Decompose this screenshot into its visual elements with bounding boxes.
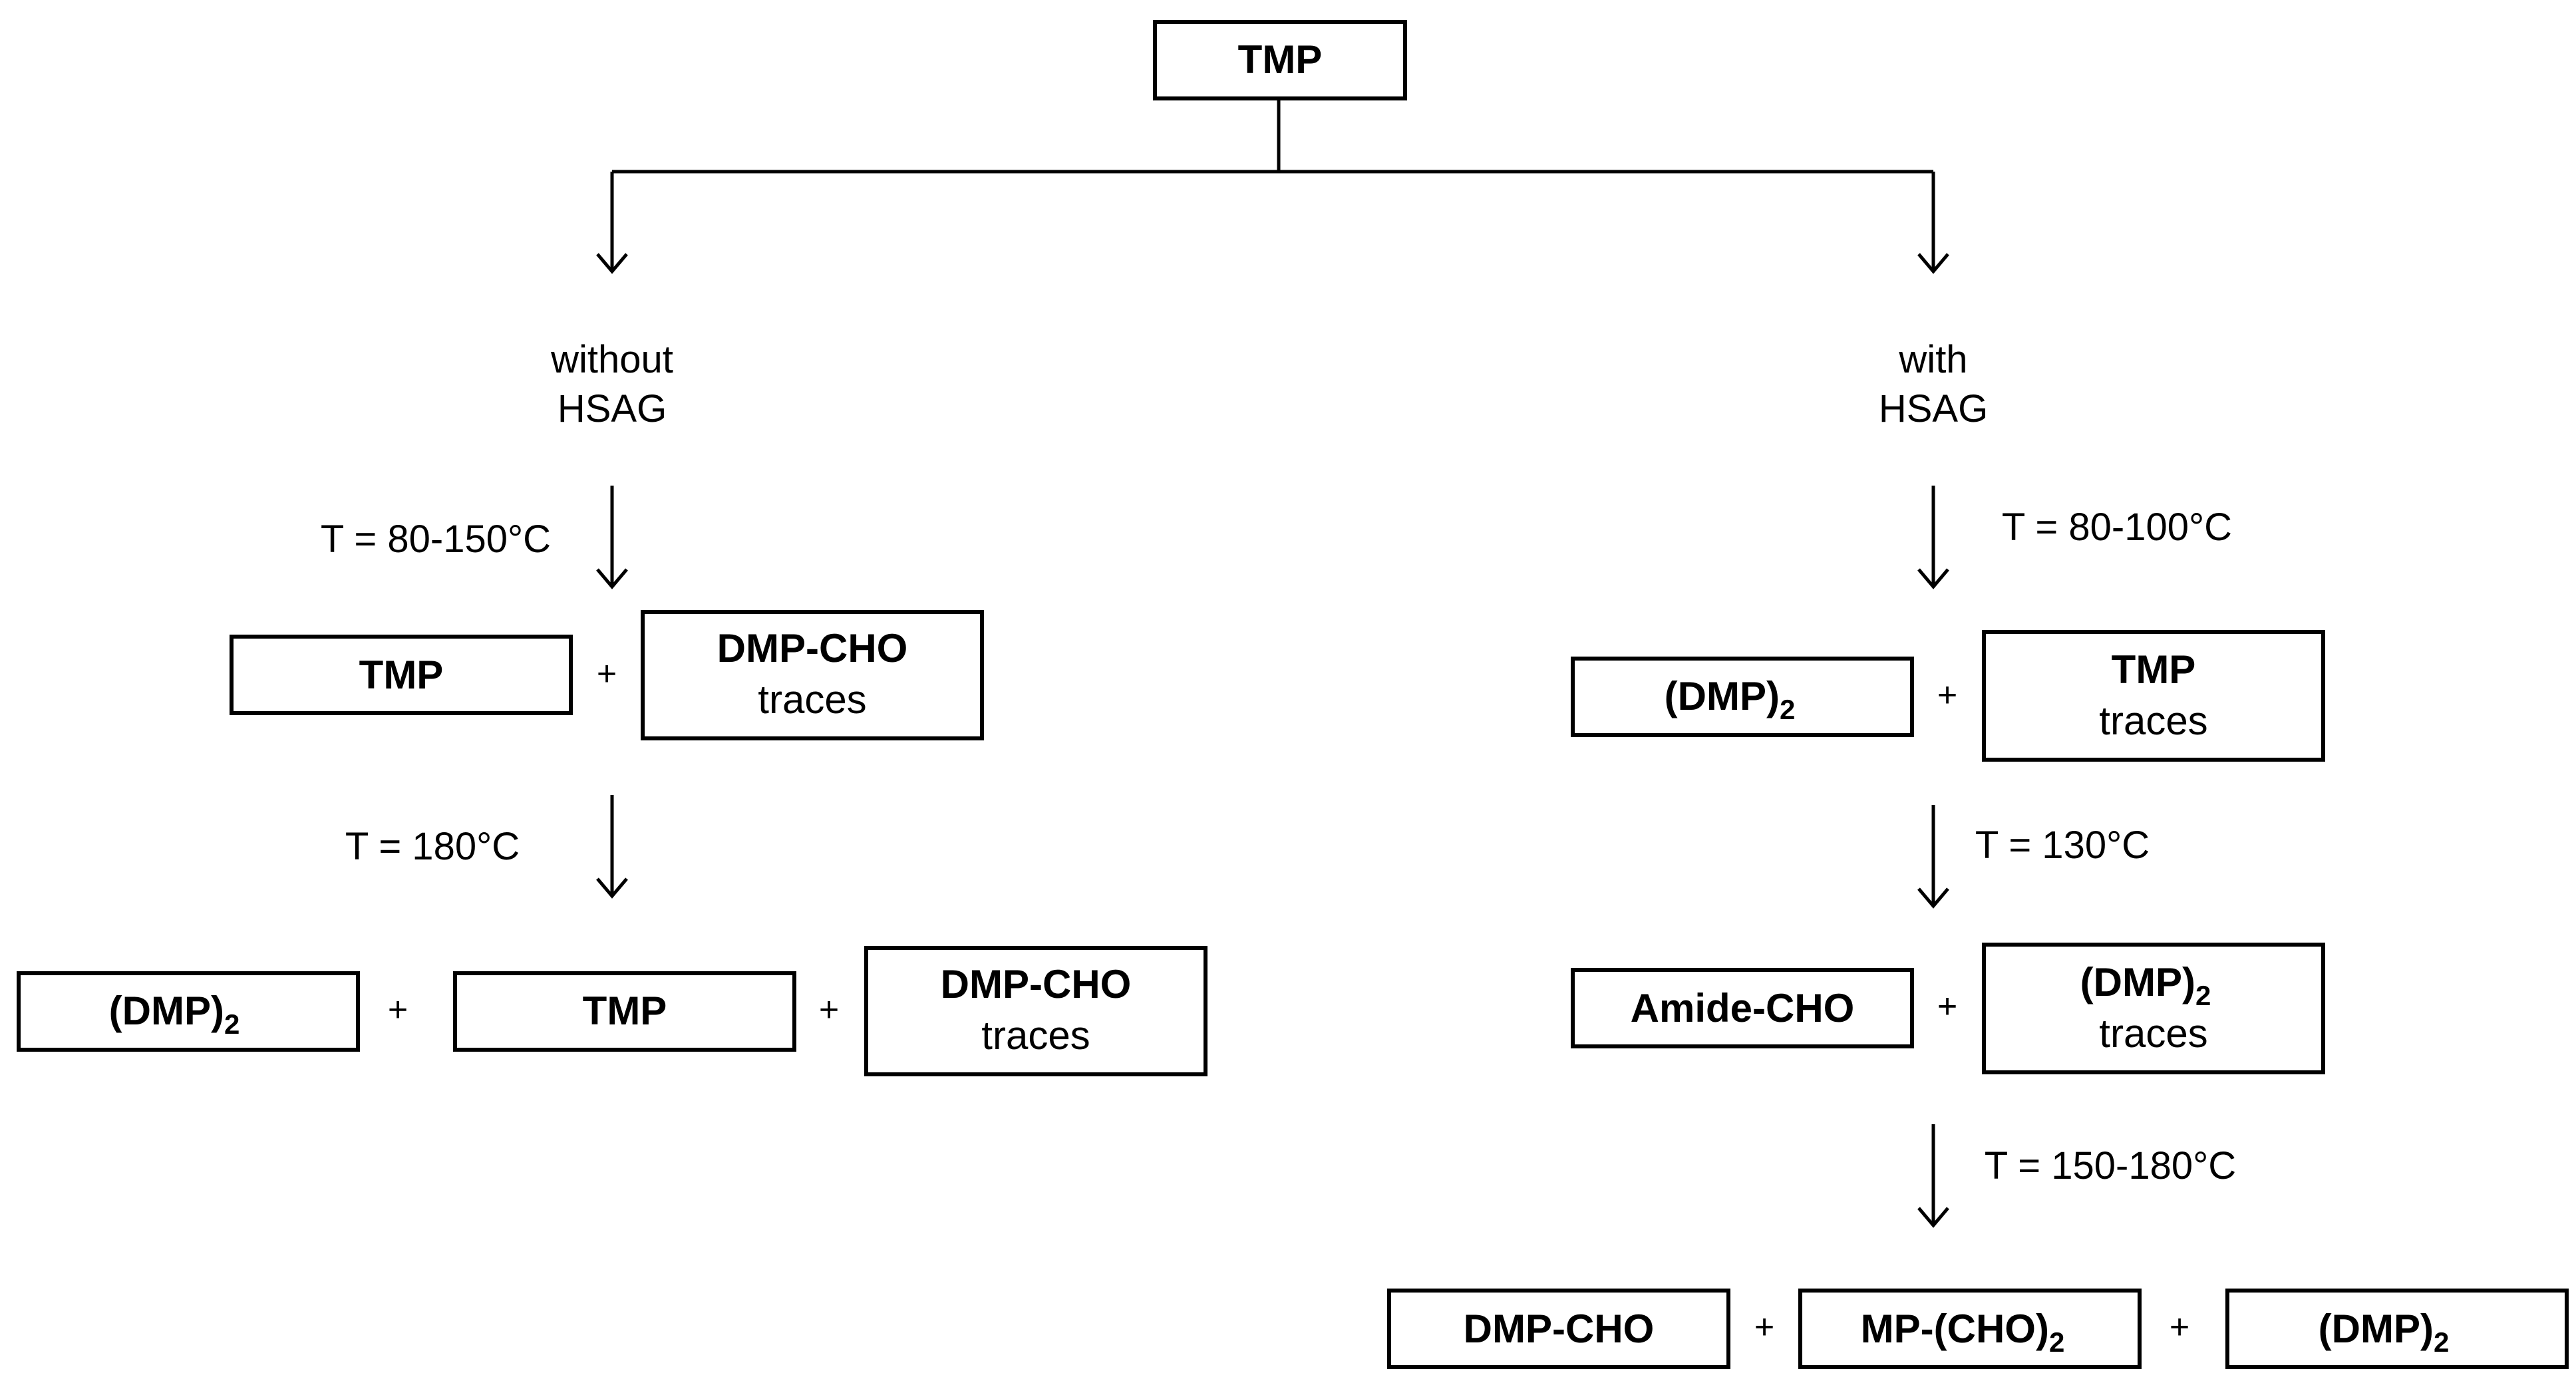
product-subscript: 2 xyxy=(2195,980,2211,1011)
right-step1-temperature: T = 80-100°C xyxy=(2002,506,2232,549)
arrowhead-left-branch xyxy=(596,253,628,274)
svg-text:(DMP)2: (DMP)2 xyxy=(2080,960,2211,1011)
plus-sign: + xyxy=(1937,987,1957,1026)
root-connector xyxy=(610,100,1935,271)
product-subscript: 2 xyxy=(2049,1326,2064,1358)
product-note: traces xyxy=(2099,698,2207,743)
product-name: DMP-CHO xyxy=(941,962,1132,1006)
product-box-r2-amide-cho: Amide-CHO xyxy=(1571,968,1914,1048)
left-condition-line2: HSAG xyxy=(558,387,667,430)
left-step2-arrow xyxy=(596,795,628,899)
product-name: TMP xyxy=(359,653,444,697)
product-subscript: 2 xyxy=(2434,1326,2449,1358)
left-step1-temperature: T = 80-150°C xyxy=(321,518,551,561)
product-name: MP-(CHO) xyxy=(1861,1306,2049,1351)
product-note: traces xyxy=(758,677,866,722)
root-box: TMP xyxy=(1153,20,1407,100)
left-condition-line1: without xyxy=(550,338,673,381)
plus-sign: + xyxy=(1937,676,1957,714)
svg-text:(DMP)2: (DMP)2 xyxy=(109,989,240,1040)
right-step2-temperature: T = 130°C xyxy=(1975,824,2150,867)
product-box-r3-dmp-cho: DMP-CHO xyxy=(1387,1289,1730,1369)
product-name: Amide-CHO xyxy=(1631,986,1855,1030)
plus-sign: + xyxy=(819,991,839,1029)
product-name: (DMP) xyxy=(1665,674,1780,718)
product-note: traces xyxy=(981,1013,1090,1058)
arrowhead-right-branch xyxy=(1917,253,1949,274)
product-note: traces xyxy=(2099,1011,2207,1056)
svg-text:MP-(CHO)2: MP-(CHO)2 xyxy=(1861,1306,2065,1358)
left-step2-temperature: T = 180°C xyxy=(345,825,520,868)
svg-text:(DMP)2: (DMP)2 xyxy=(2319,1306,2450,1358)
product-box-l2-tmp: TMP xyxy=(453,971,796,1052)
root-label: TMP xyxy=(1238,37,1323,82)
right-step3-temperature: T = 150-180°C xyxy=(1985,1144,2236,1187)
plus-sign: + xyxy=(1754,1308,1774,1346)
product-box-r1-tmp: TMP traces xyxy=(1982,630,2325,762)
product-box-r3-dmp2: (DMP)2 xyxy=(2225,1289,2569,1369)
right-condition-line1: with xyxy=(1898,338,1967,381)
product-box-r1-dmp2: (DMP)2 xyxy=(1571,657,1914,737)
product-box-l1-tmp: TMP xyxy=(230,635,573,715)
product-subscript: 2 xyxy=(1780,694,1795,725)
product-name: TMP xyxy=(2112,647,2196,692)
product-subscript: 2 xyxy=(224,1008,240,1040)
product-box-l2-dmp-cho: DMP-CHO traces xyxy=(864,946,1208,1076)
left-step1-arrow xyxy=(596,486,628,589)
product-box-l1-dmp-cho: DMP-CHO traces xyxy=(641,610,984,740)
product-name: (DMP) xyxy=(2080,960,2195,1004)
plus-sign: + xyxy=(2170,1308,2189,1346)
right-step1-arrow xyxy=(1917,486,1949,589)
plus-sign: + xyxy=(597,655,617,693)
right-condition-line2: HSAG xyxy=(1879,387,1988,430)
product-name: DMP-CHO xyxy=(1464,1306,1655,1351)
product-box-r3-mp-cho2: MP-(CHO)2 xyxy=(1798,1289,2142,1369)
product-box-r2-dmp2: (DMP)2 traces xyxy=(1982,943,2325,1074)
right-step2-arrow xyxy=(1917,805,1949,909)
product-name: (DMP) xyxy=(109,989,224,1033)
product-name: TMP xyxy=(583,989,667,1033)
product-name: (DMP) xyxy=(2319,1306,2434,1351)
right-step3-arrow xyxy=(1917,1124,1949,1228)
plus-sign: + xyxy=(388,991,408,1029)
product-box-l2-dmp2: (DMP)2 xyxy=(17,971,360,1052)
product-name: DMP-CHO xyxy=(717,626,908,671)
svg-text:(DMP)2: (DMP)2 xyxy=(1665,674,1796,725)
